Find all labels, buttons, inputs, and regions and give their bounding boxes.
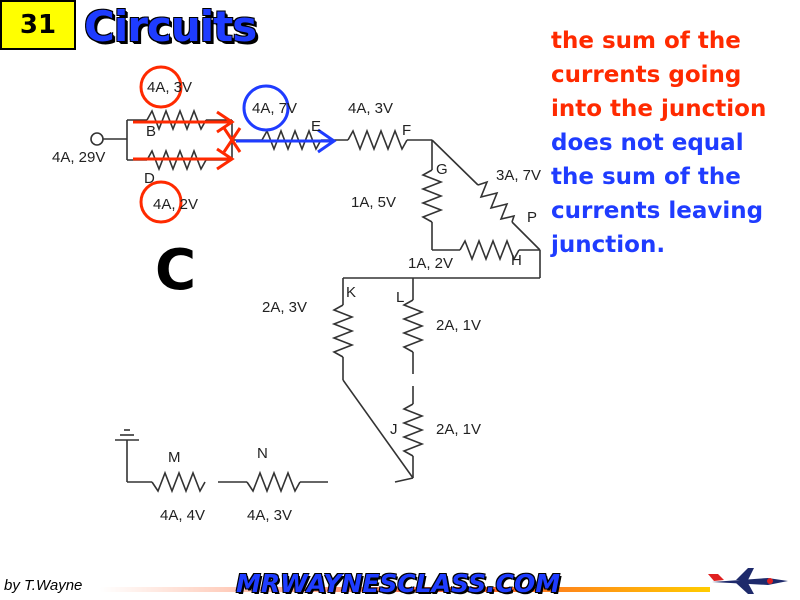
label-n-values: 4A, 3V [247,507,292,524]
junction-note: The sum of the currents going into the j… [551,24,791,262]
label-h-values: 1A, 2V [408,255,453,272]
resistor-k [331,304,355,358]
source-terminal [90,132,104,146]
label-b: B [146,123,156,140]
label-k: K [346,284,356,301]
label-m: M [168,449,181,466]
blue-circle-e [242,84,290,132]
label-source: 4A, 29V [52,149,105,166]
red-circle-d [139,180,183,224]
label-b-values: 4A, 3V [147,79,192,96]
page-title: Circuits [84,2,257,51]
resistor-h [459,238,520,262]
label-n: N [257,445,268,462]
circuit-labels: 4A, 29V 4A, 3V B D 4A, 2V 4A, 7V E 4A, 3… [52,79,541,524]
slide-number-badge: 31 [0,0,76,50]
note-blue-text: does not equal the sum of the currents l… [551,130,764,258]
label-k-values: 2A, 3V [262,299,307,316]
red-annotations [133,65,242,224]
resistor-f [347,128,408,152]
footer-bar [100,587,710,592]
resistor-l [401,299,425,353]
byline: by T.Wayne [4,577,83,594]
site-link[interactable]: MRWAYNESCLASS.COM [236,569,561,598]
label-d-values: 4A, 2V [153,196,198,213]
answer-letter: C [155,238,197,303]
jet-logo-icon [708,568,788,594]
label-f: F [402,122,411,139]
label-j: J [390,421,398,438]
label-l-values: 2A, 1V [436,317,481,334]
label-g: G [436,161,448,178]
label-e: E [311,118,321,135]
resistor-p [477,180,516,223]
red-circle-b [139,65,183,109]
label-p: P [527,209,537,226]
label-g-values: 1A, 5V [351,194,396,211]
label-h: H [511,252,522,269]
resistor-b [146,108,207,132]
resistor-m [151,470,206,494]
resistor-n [246,470,301,494]
label-d: D [144,170,155,187]
label-e-values: 4A, 7V [252,100,297,117]
label-m-values: 4A, 4V [160,507,205,524]
note-red-text: The sum of the currents going into the j… [551,28,767,122]
resistor-j [401,403,425,457]
blue-annotations [236,84,337,154]
resistor-g [420,169,444,223]
label-f-values: 4A, 3V [348,100,393,117]
label-l: L [396,289,404,306]
label-p-values: 3A, 7V [496,167,541,184]
label-j-values: 2A, 1V [436,421,481,438]
